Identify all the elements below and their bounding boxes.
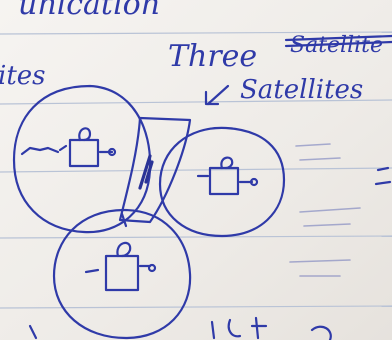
satellite-circle-right: [158, 126, 286, 238]
satellite-icon-left: [20, 127, 117, 168]
satellite-circle-bottom: [52, 208, 192, 340]
top-fragment-text: unication: [18, 0, 160, 22]
bottom-fragment-marks: [28, 316, 332, 340]
satellite-icon-bottom: [84, 241, 157, 292]
struck-out-word: Satellite: [284, 33, 392, 58]
bleed-through-marks: [289, 143, 361, 277]
satellite-icon-right: [196, 156, 259, 196]
left-margin-text: ites: [0, 61, 46, 91]
annotation-arrow: [204, 84, 230, 106]
annotation-three: Three: [168, 39, 257, 74]
satellite-circle-left: [12, 84, 152, 234]
right-edge-fragment: [374, 166, 392, 186]
satellites-label: Satellites: [240, 75, 363, 105]
overlap-region: [118, 116, 192, 228]
